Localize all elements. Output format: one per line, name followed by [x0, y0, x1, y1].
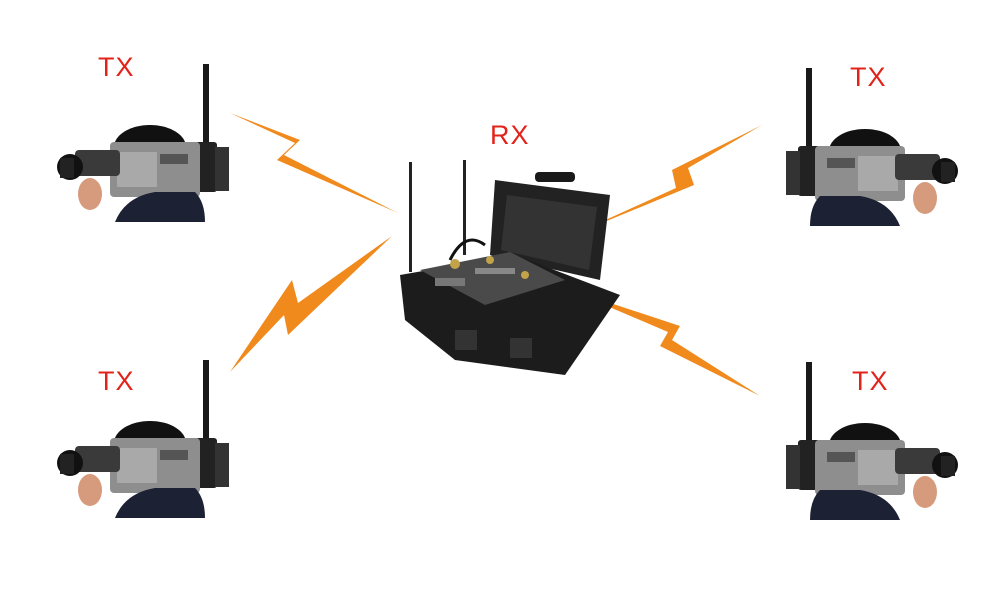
rx-label: RX [490, 120, 530, 150]
lightning-link-icon [230, 113, 398, 213]
camera-with-antenna-icon [57, 360, 229, 518]
portable-receiver-case-icon [400, 160, 620, 375]
lightning-link-icon [565, 288, 760, 396]
camera-with-antenna-icon [786, 68, 958, 226]
tx-label-bottom-left: TX [98, 366, 135, 396]
lightning-link-icon [568, 125, 762, 237]
tx-label-top-left: TX [98, 52, 135, 82]
camera-with-antenna-icon [57, 64, 229, 222]
tx-label-bottom-right: TX [852, 366, 889, 396]
tx-label-top-right: TX [850, 62, 887, 92]
lightning-link-icon [230, 236, 392, 372]
camera-with-antenna-icon [786, 362, 958, 520]
